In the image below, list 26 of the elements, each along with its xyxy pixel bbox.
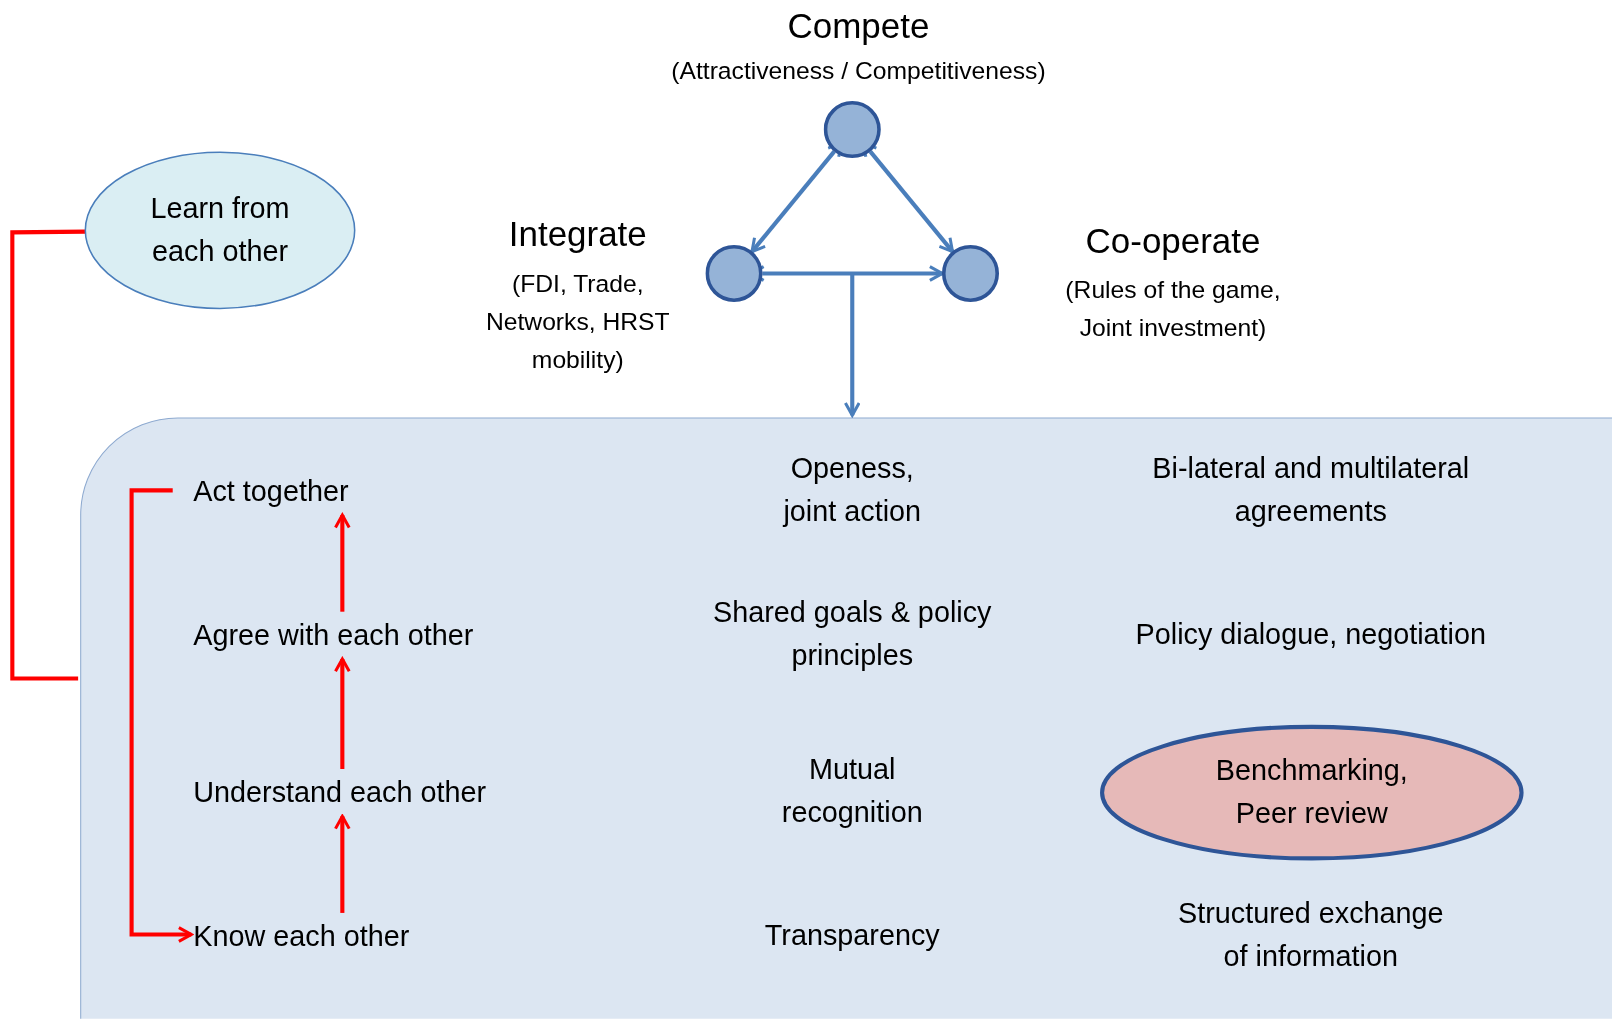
node-text: Learn from each other	[149, 191, 291, 270]
step-text: Act together	[193, 474, 349, 507]
cell-text: Policy dialogue, negotiation	[1134, 616, 1487, 652]
step-text: Know each other	[193, 920, 410, 952]
arrow	[334, 513, 351, 612]
arrow	[843, 273, 861, 417]
arrow	[334, 657, 351, 769]
connector-line	[10, 229, 86, 681]
cell-text: Shared goals & policy principles	[712, 595, 993, 674]
step-text: Agree with each other	[193, 618, 474, 651]
node-text: Benchmarking, Peer review	[1214, 753, 1409, 832]
node-subtitle: (FDI, Trade, Networks, HRST mobility)	[484, 268, 671, 376]
cell-text: Openess, joint action	[781, 451, 923, 530]
arrow	[334, 814, 351, 913]
node-title: Integrate	[507, 213, 648, 256]
node-subtitle: (Attractiveness / Competitiveness)	[670, 54, 1047, 86]
node-subtitle: (Rules of the game, Joint investment)	[1064, 274, 1282, 344]
cell-text: Structured exchange of information	[1176, 896, 1445, 975]
cell-text: Transparency	[763, 918, 941, 953]
cell-text: Bi-lateral and multilateral agreements	[1151, 451, 1471, 530]
node-title: Compete	[786, 4, 931, 47]
node-title: Co-operate	[1084, 219, 1262, 262]
step-text: Understand each other	[193, 776, 487, 809]
arrow	[129, 488, 193, 943]
cell-text: Mutual recognition	[780, 752, 924, 831]
rounded-panel	[80, 417, 1612, 1019]
